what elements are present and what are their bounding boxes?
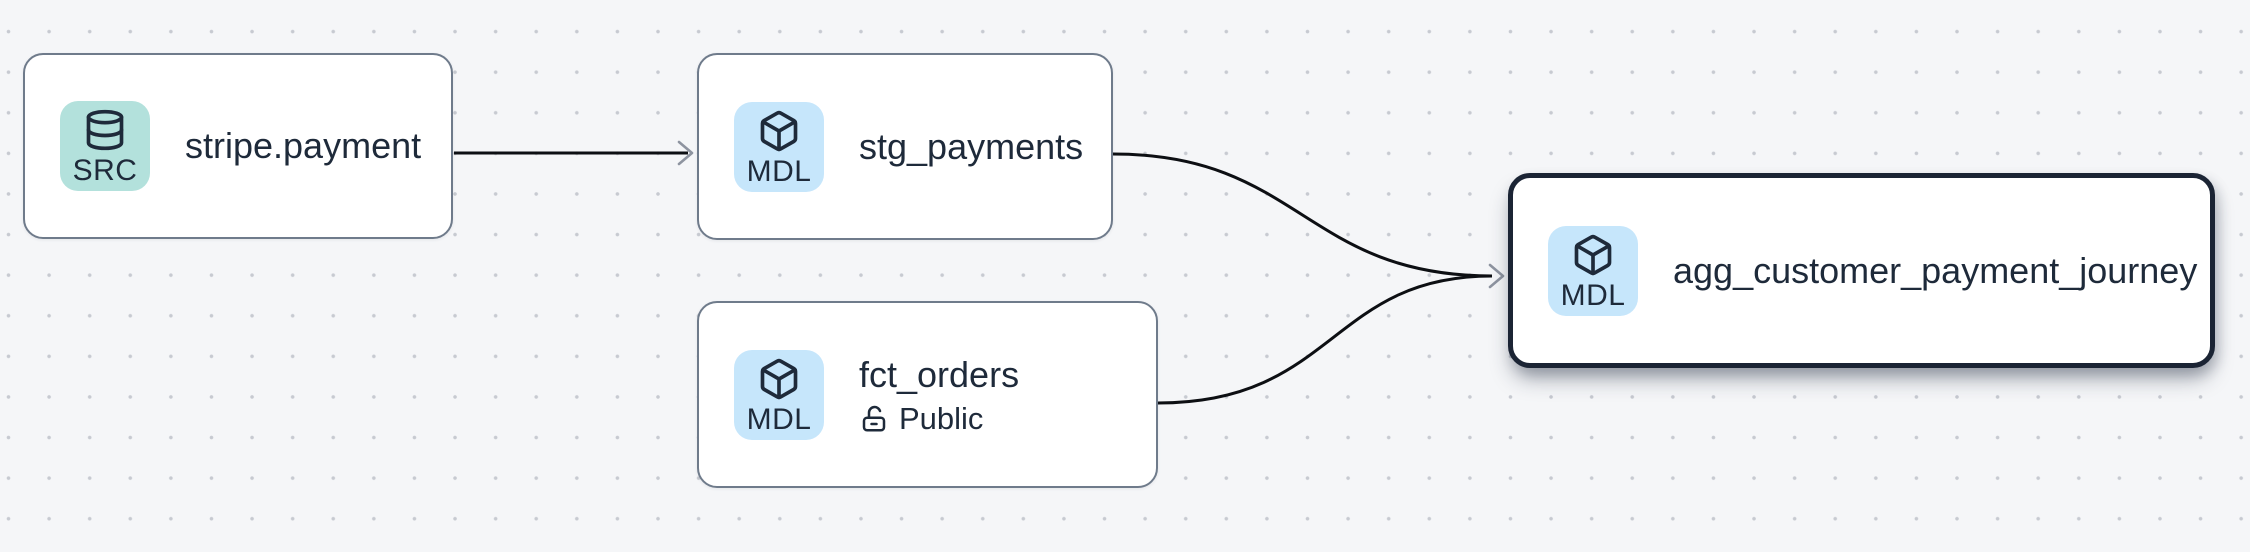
edge-stg-payments-to-agg-customer-payment-journey[interactable] bbox=[1112, 152, 1493, 278]
badge-label: MDL bbox=[746, 402, 812, 436]
box-icon bbox=[760, 358, 798, 399]
badge-label: MDL bbox=[1560, 278, 1626, 312]
model-type-badge: MDL bbox=[734, 101, 824, 192]
model-type-badge: MDL bbox=[1548, 225, 1638, 316]
edge-fct-orders-to-agg-customer-payment-journey[interactable] bbox=[1157, 274, 1493, 405]
access-label: Public bbox=[899, 400, 984, 436]
model-type-badge: MDL bbox=[734, 349, 824, 440]
access-row: Public bbox=[859, 400, 1019, 436]
source-type-badge: SRC bbox=[60, 101, 150, 191]
database-icon bbox=[86, 109, 124, 151]
box-icon bbox=[760, 110, 798, 151]
node-stg-payments[interactable]: MDL stg_payments bbox=[697, 53, 1113, 240]
badge-label: MDL bbox=[746, 154, 812, 188]
node-stripe-payment[interactable]: SRC stripe.payment bbox=[23, 53, 453, 239]
box-icon bbox=[1574, 234, 1612, 275]
node-title: stg_payments bbox=[859, 125, 1084, 167]
badge-label: SRC bbox=[72, 154, 138, 187]
node-title: fct_orders bbox=[859, 354, 1020, 396]
node-agg-customer-payment-journey[interactable]: MDL agg_customer_payment_journey bbox=[1508, 173, 2215, 368]
node-title: stripe.payment bbox=[185, 125, 422, 167]
node-title: agg_customer_payment_journey bbox=[1673, 249, 2198, 291]
lock-open-icon bbox=[862, 405, 886, 432]
node-fct-orders[interactable]: MDL fct_orders Public bbox=[697, 301, 1158, 488]
node-body: fct_orders Public bbox=[859, 353, 1019, 435]
